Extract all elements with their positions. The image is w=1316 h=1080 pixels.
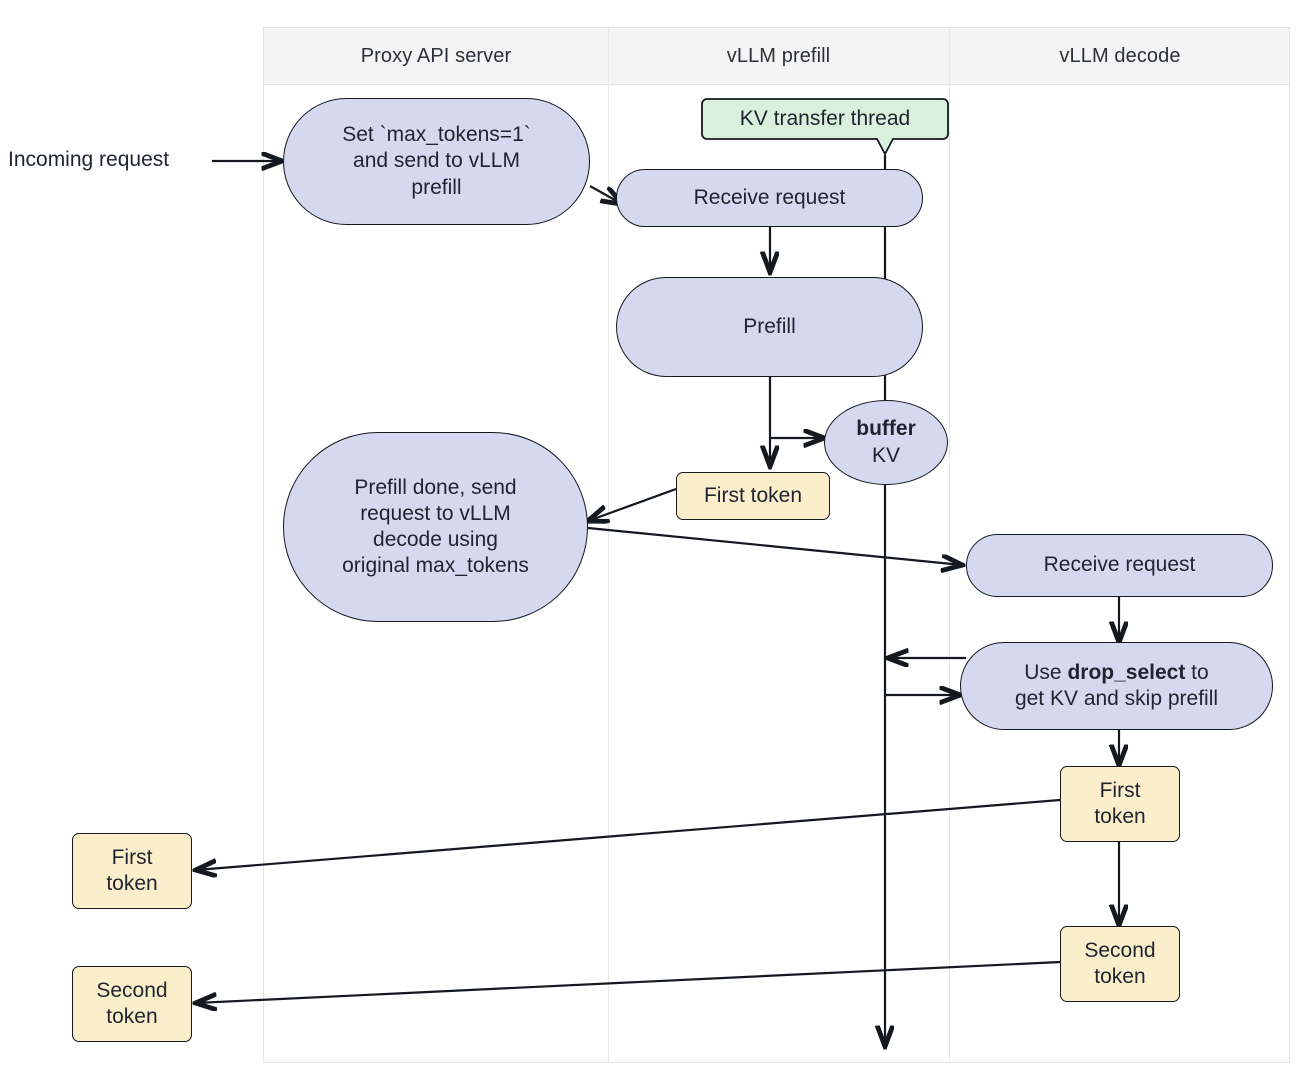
node-decode-drop-select-label: Use drop_select to get KV and skip prefi… — [1014, 660, 1219, 710]
node-prefill-receive-request[interactable]: Receive request — [616, 169, 923, 227]
node-proxy-set-max-tokens-label: Set `max_tokens=1` and send to vLLM pref… — [342, 123, 531, 199]
node-proxy-first-token-label: First token — [106, 845, 158, 895]
node-proxy-prefill-done-label: Prefill done, send request to vLLM decod… — [342, 475, 529, 578]
node-decode-receive-request[interactable]: Receive request — [966, 534, 1273, 597]
node-decode-second-token-label: Second token — [1084, 938, 1156, 988]
node-prefill-first-token-label: First token — [703, 483, 803, 507]
node-proxy-first-token[interactable]: First token — [72, 833, 192, 909]
node-prefill-prefill[interactable]: Prefill — [616, 277, 923, 377]
node-prefill-first-token[interactable]: First token — [676, 472, 830, 520]
lane-title-proxy: Proxy API server — [360, 45, 512, 67]
note-kv-transfer-thread[interactable]: KV transfer thread — [701, 98, 949, 156]
note-kv-transfer-thread-shape — [701, 98, 949, 156]
lane-divider-2 — [949, 28, 950, 1062]
node-prefill-receive-request-label: Receive request — [693, 185, 846, 209]
incoming-request-label: Incoming request — [8, 148, 170, 171]
node-decode-first-token[interactable]: First token — [1060, 766, 1180, 842]
node-decode-drop-select[interactable]: Use drop_select to get KV and skip prefi… — [960, 642, 1273, 730]
node-buffer-kv[interactable]: buffer KV — [824, 400, 948, 485]
lane-divider-1 — [608, 28, 609, 1062]
node-prefill-prefill-label: Prefill — [743, 314, 796, 338]
note-kv-transfer-thread-label: KV transfer thread — [739, 106, 911, 130]
node-decode-second-token[interactable]: Second token — [1060, 926, 1180, 1002]
node-proxy-second-token-label: Second token — [96, 978, 168, 1028]
node-proxy-second-token[interactable]: Second token — [72, 966, 192, 1042]
lane-title-prefill: vLLM prefill — [726, 45, 831, 67]
node-decode-receive-request-label: Receive request — [1043, 553, 1196, 577]
node-decode-first-token-label: First token — [1094, 778, 1146, 828]
node-proxy-set-max-tokens[interactable]: Set `max_tokens=1` and send to vLLM pref… — [283, 98, 590, 225]
lane-title-decode: vLLM decode — [1059, 45, 1181, 67]
swimlane-header — [264, 28, 1289, 85]
node-buffer-kv-label: buffer KV — [856, 417, 916, 467]
node-proxy-prefill-done[interactable]: Prefill done, send request to vLLM decod… — [283, 432, 588, 622]
